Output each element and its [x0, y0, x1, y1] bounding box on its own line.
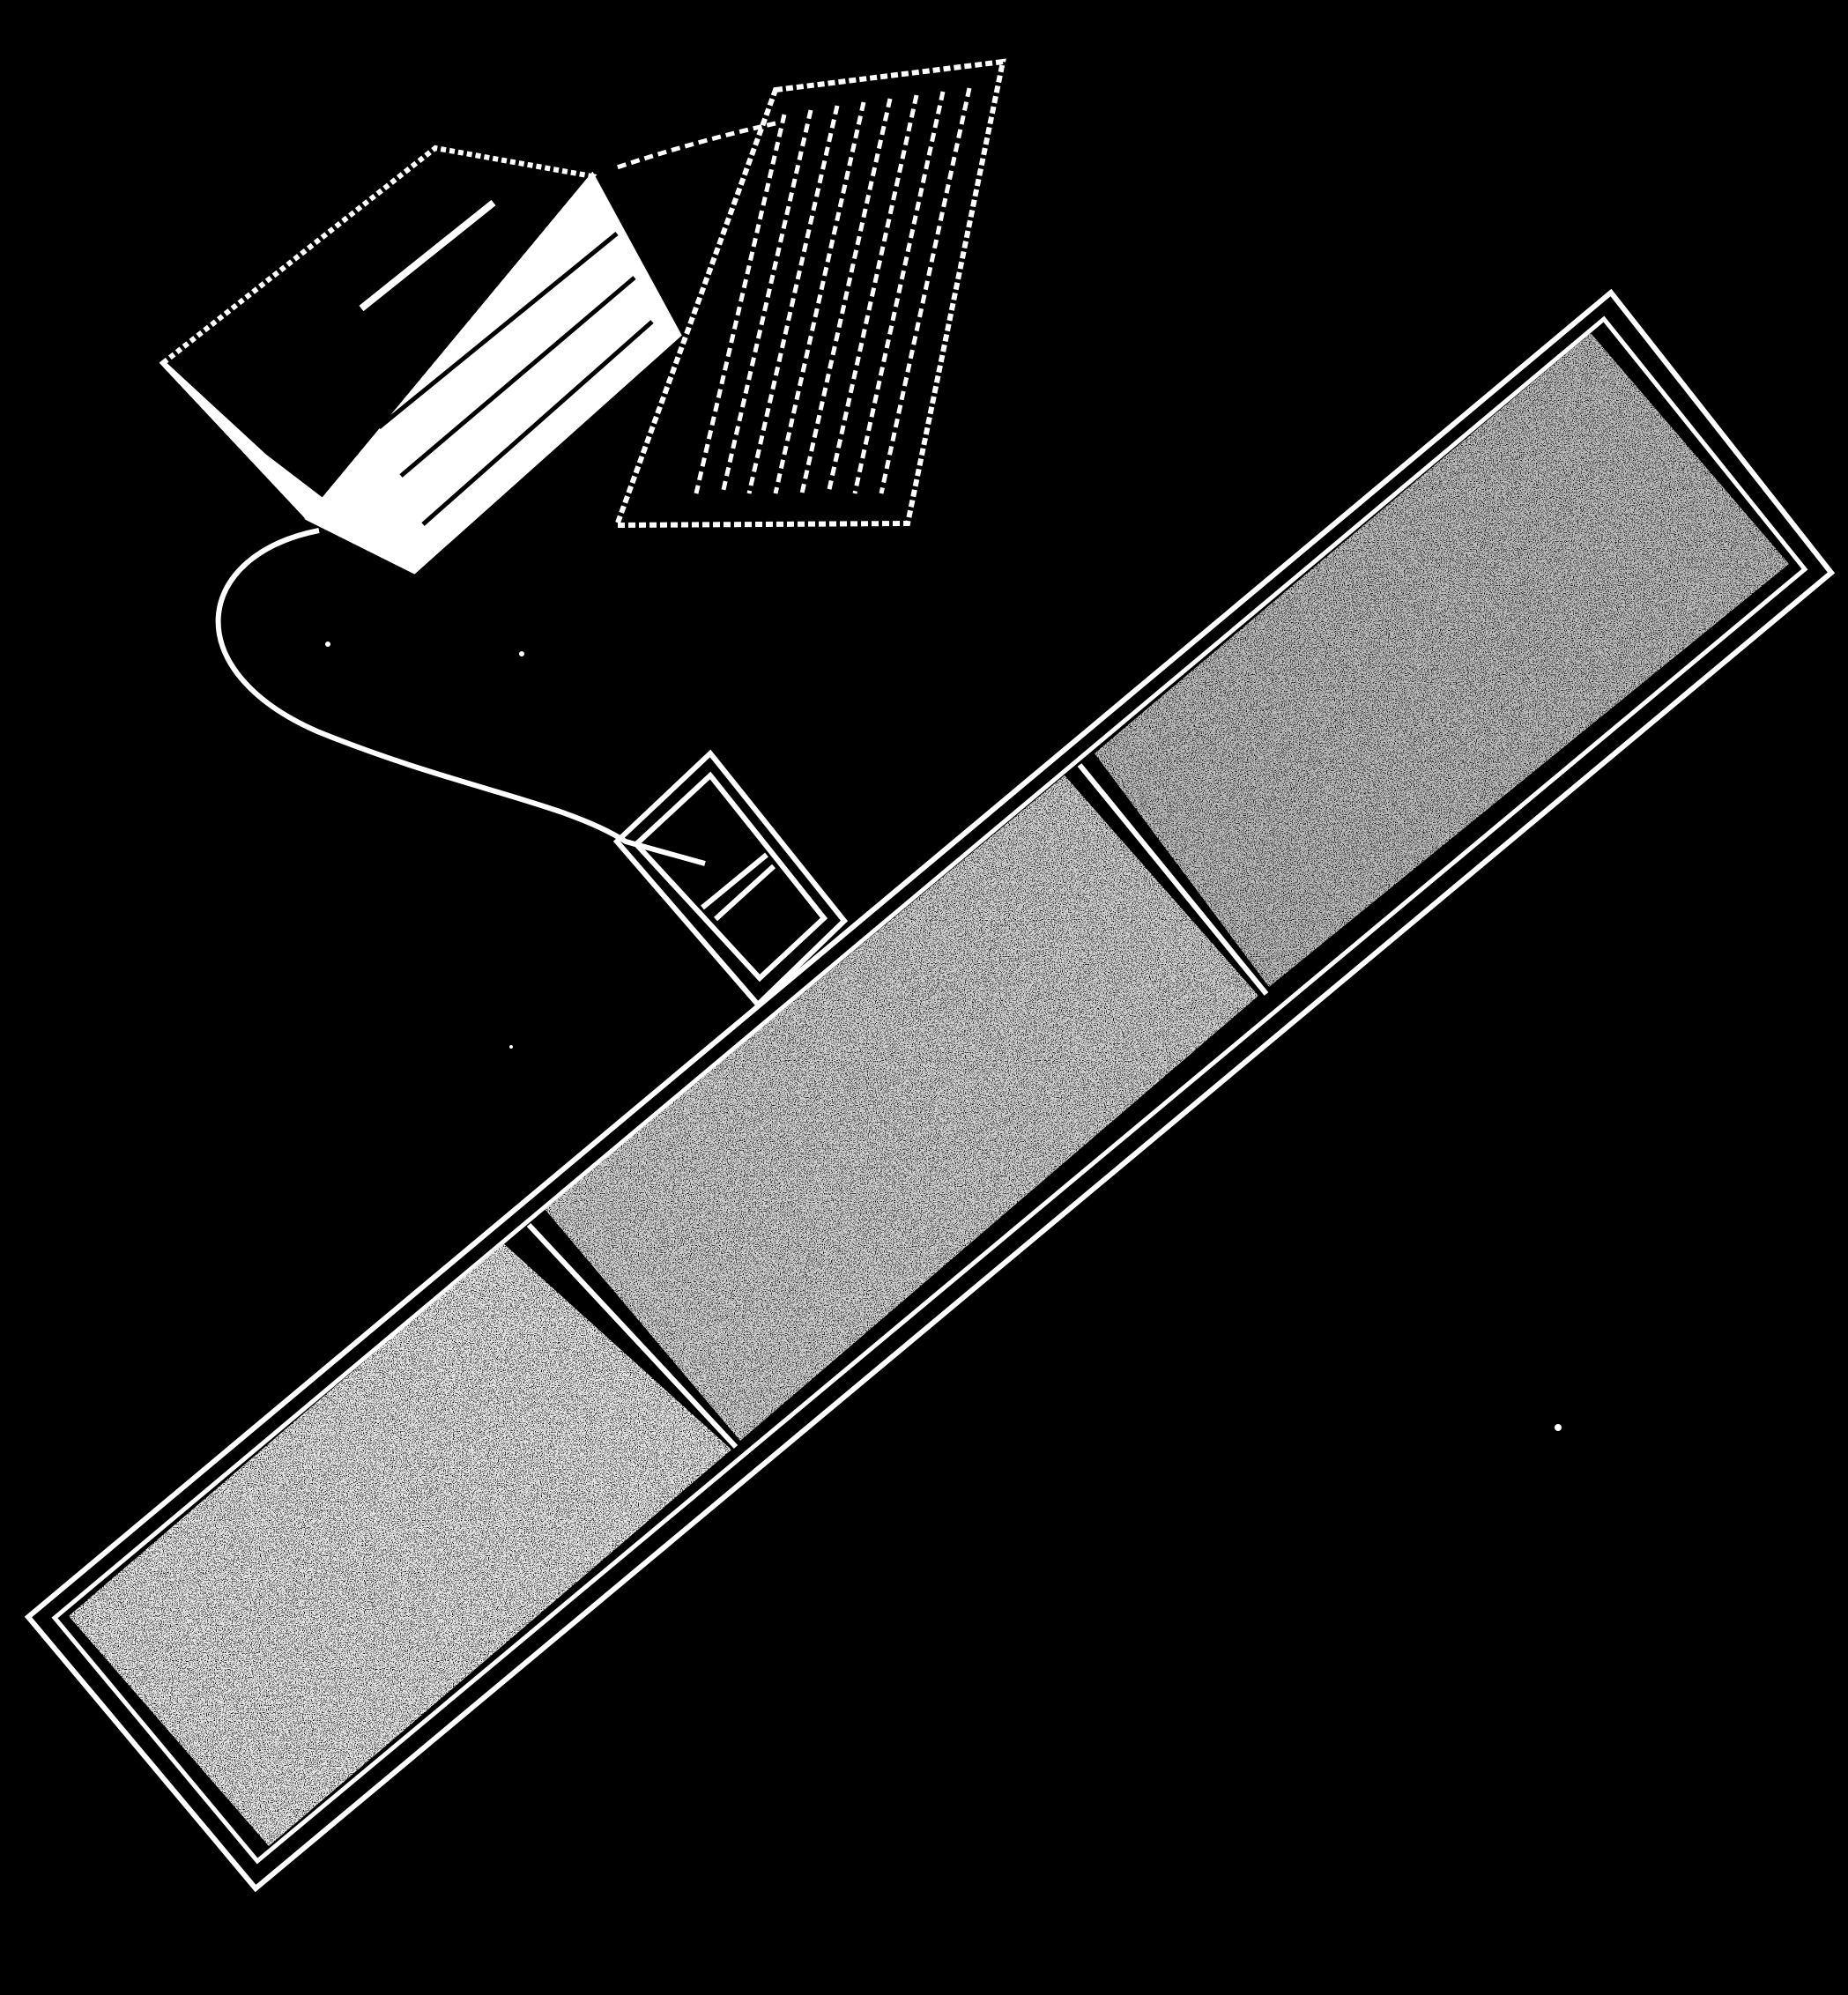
panel-right — [1095, 333, 1789, 987]
keyboard-outline — [612, 58, 1006, 529]
speck — [509, 1045, 513, 1049]
cable — [215, 528, 706, 866]
keyboard — [612, 58, 1006, 529]
computer-box — [159, 145, 682, 575]
connector-box — [612, 749, 849, 1009]
keyboard-keys — [694, 87, 972, 494]
computer-box-side — [160, 360, 416, 574]
speck — [519, 651, 524, 656]
speck — [1555, 1424, 1562, 1431]
speck — [325, 642, 330, 647]
keyboard-cable — [616, 121, 776, 170]
panel-dividers — [526, 763, 1269, 1450]
platform — [24, 288, 1836, 1893]
vent-marks — [377, 232, 654, 526]
panel-middle — [545, 775, 1258, 1441]
disk-slot — [359, 199, 496, 312]
panel-left — [69, 1242, 731, 1846]
